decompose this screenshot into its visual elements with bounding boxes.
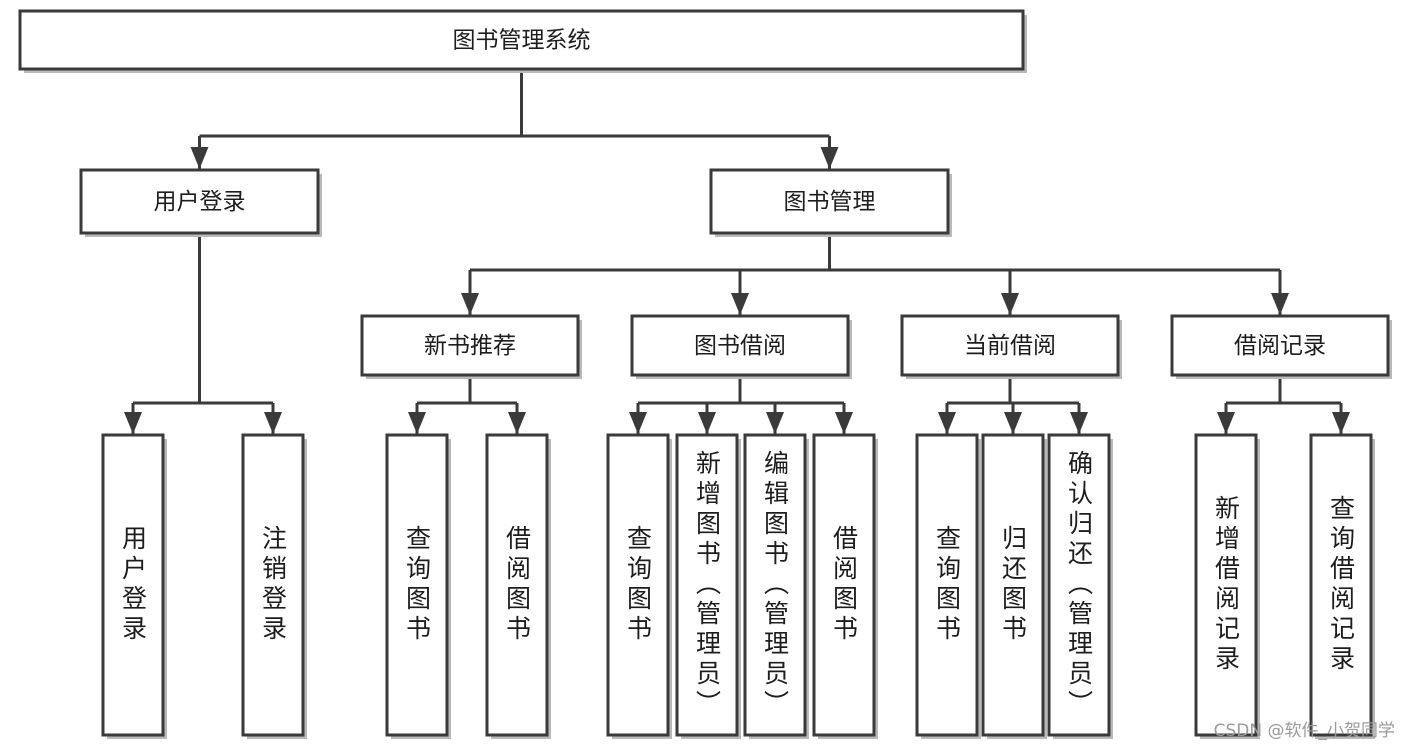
arrow-head-icon: [1271, 293, 1289, 315]
node-borrow-record[interactable]: [1170, 314, 1390, 377]
arrow-head-icon: [766, 412, 784, 434]
arrow-head-icon: [1001, 293, 1019, 315]
node-book-borrow[interactable]: [630, 314, 850, 377]
connector-layer: [124, 69, 1350, 434]
node-current-borrow-label: 当前借阅: [964, 333, 1056, 359]
arrow-head-icon: [264, 412, 282, 434]
node-leaf-edit-book-admin[interactable]: [743, 433, 807, 737]
arrow-head-icon: [508, 412, 526, 434]
arrow-head-icon: [190, 147, 209, 169]
arrow-head-icon: [1217, 412, 1235, 434]
node-leaf-add-book-admin[interactable]: [675, 433, 739, 737]
node-book-management[interactable]: [709, 168, 950, 235]
node-leaf-query-book-recommend[interactable]: [385, 433, 449, 737]
node-new-book-recommend-label: 新书推荐: [424, 333, 516, 359]
node-leaf-logout[interactable]: [241, 433, 305, 737]
arrow-head-icon: [698, 412, 716, 434]
arrow-head-icon: [1070, 412, 1088, 434]
node-leaf-user-login[interactable]: [101, 433, 165, 737]
arrow-head-icon: [938, 412, 956, 434]
node-leaf-borrow-book[interactable]: [812, 433, 876, 737]
arrow-head-icon: [835, 412, 853, 434]
node-user-login[interactable]: [79, 168, 320, 235]
arrow-head-icon: [820, 147, 839, 169]
node-leaf-borrow-book-recommend[interactable]: [485, 433, 549, 737]
node-user-login-label: 用户登录: [154, 189, 246, 215]
watermark: CSDN @软件_小贺同学: [1213, 721, 1395, 741]
node-leaf-query-borrow-record[interactable]: [1309, 433, 1373, 737]
arrow-head-icon: [461, 293, 479, 315]
node-title[interactable]: [18, 9, 1025, 71]
arrow-head-icon: [731, 293, 749, 315]
node-title-label: 图书管理系统: [453, 28, 591, 54]
node-current-borrow[interactable]: [900, 314, 1120, 377]
arrow-head-icon: [1004, 412, 1022, 434]
node-leaf-add-borrow-record[interactable]: [1194, 433, 1258, 737]
node-new-book-recommend[interactable]: [360, 314, 580, 377]
arrow-head-icon: [124, 412, 142, 434]
node-leaf-query-book-current[interactable]: [915, 433, 979, 737]
node-leaf-return-book[interactable]: [981, 433, 1045, 737]
node-borrow-record-label: 借阅记录: [1234, 333, 1326, 359]
arrow-head-icon: [1332, 412, 1350, 434]
arrow-head-icon: [408, 412, 426, 434]
node-book-management-label: 图书管理: [784, 189, 876, 215]
node-leaf-confirm-return-admin[interactable]: [1047, 433, 1111, 737]
node-book-borrow-label: 图书借阅: [694, 333, 786, 359]
node-leaf-query-book-borrow[interactable]: [606, 433, 670, 737]
arrow-head-icon: [629, 412, 647, 434]
